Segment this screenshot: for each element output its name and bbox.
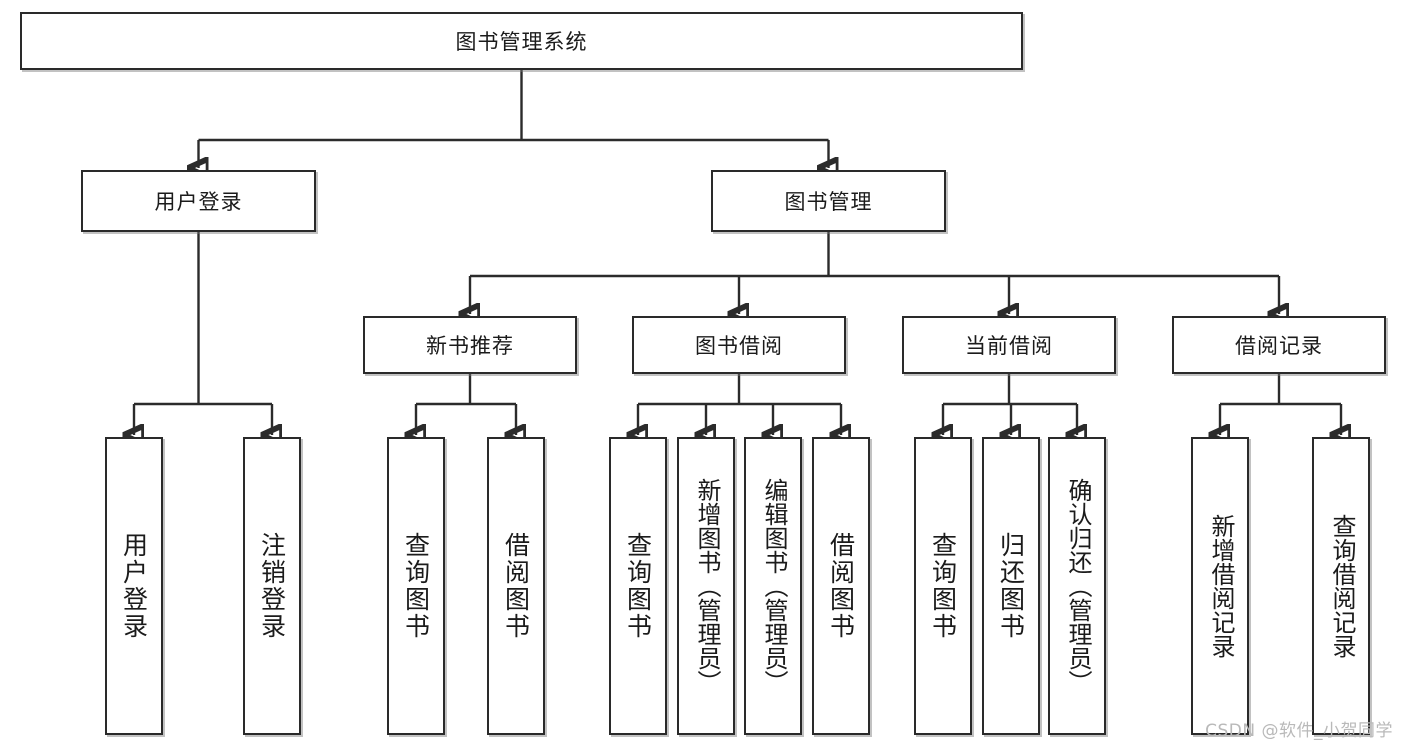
node-l-confirm-ret[interactable]: 确认归还（管理员） bbox=[1048, 437, 1106, 735]
node-l-query-book-2[interactable]: 查询图书 bbox=[609, 437, 667, 735]
node-user-login[interactable]: 用户登录 bbox=[81, 170, 316, 232]
node-l-add-book[interactable]: 新增图书（管理员） bbox=[677, 437, 735, 735]
node-label-l-edit-book: 编辑图书（管理员） bbox=[759, 478, 788, 694]
node-label-cur-borrow: 当前借阅 bbox=[965, 334, 1053, 358]
node-label-root: 图书管理系统 bbox=[455, 30, 588, 54]
node-root[interactable]: 图书管理系统 bbox=[20, 12, 1023, 70]
node-l-user-login[interactable]: 用户登录 bbox=[105, 437, 163, 735]
node-l-user-logout[interactable]: 注销登录 bbox=[243, 437, 301, 735]
connector-lines bbox=[134, 70, 1341, 435]
node-l-add-record[interactable]: 新增借阅记录 bbox=[1191, 437, 1249, 735]
node-l-borrow-book-1[interactable]: 借阅图书 bbox=[487, 437, 545, 735]
node-l-query-record[interactable]: 查询借阅记录 bbox=[1312, 437, 1370, 735]
node-label-l-return-book: 归还图书 bbox=[996, 532, 1026, 640]
node-cur-borrow[interactable]: 当前借阅 bbox=[902, 316, 1116, 374]
node-label-l-add-book: 新增图书（管理员） bbox=[692, 478, 721, 694]
node-l-edit-book[interactable]: 编辑图书（管理员） bbox=[744, 437, 802, 735]
node-l-return-book[interactable]: 归还图书 bbox=[982, 437, 1040, 735]
node-l-query-book-3[interactable]: 查询图书 bbox=[914, 437, 972, 735]
csdn-watermark: CSDN @软件_小贺同学 bbox=[1205, 721, 1393, 741]
node-book-borrow[interactable]: 图书借阅 bbox=[632, 316, 846, 374]
node-borrow-rec[interactable]: 借阅记录 bbox=[1172, 316, 1386, 374]
node-l-query-book-1[interactable]: 查询图书 bbox=[387, 437, 445, 735]
node-label-l-query-record: 查询借阅记录 bbox=[1327, 514, 1356, 658]
node-label-book-mgmt: 图书管理 bbox=[784, 190, 873, 214]
node-label-l-borrow-book-2: 借阅图书 bbox=[826, 532, 856, 640]
node-new-book-rec[interactable]: 新书推荐 bbox=[363, 316, 577, 374]
node-label-l-add-record: 新增借阅记录 bbox=[1206, 514, 1235, 658]
node-label-l-query-book-3: 查询图书 bbox=[928, 532, 958, 640]
node-label-l-query-book-2: 查询图书 bbox=[623, 532, 653, 640]
node-label-l-user-login: 用户登录 bbox=[119, 532, 149, 640]
node-label-l-query-book-1: 查询图书 bbox=[401, 532, 431, 640]
node-label-l-confirm-ret: 确认归还（管理员） bbox=[1063, 478, 1092, 694]
node-label-user-login: 用户登录 bbox=[154, 190, 243, 214]
node-label-l-user-logout: 注销登录 bbox=[257, 532, 287, 640]
node-l-borrow-book-2[interactable]: 借阅图书 bbox=[812, 437, 870, 735]
node-label-l-borrow-book-1: 借阅图书 bbox=[501, 532, 531, 640]
node-label-new-book-rec: 新书推荐 bbox=[426, 334, 514, 358]
node-book-mgmt[interactable]: 图书管理 bbox=[711, 170, 946, 232]
node-label-book-borrow: 图书借阅 bbox=[695, 334, 783, 358]
node-label-borrow-rec: 借阅记录 bbox=[1235, 334, 1323, 358]
